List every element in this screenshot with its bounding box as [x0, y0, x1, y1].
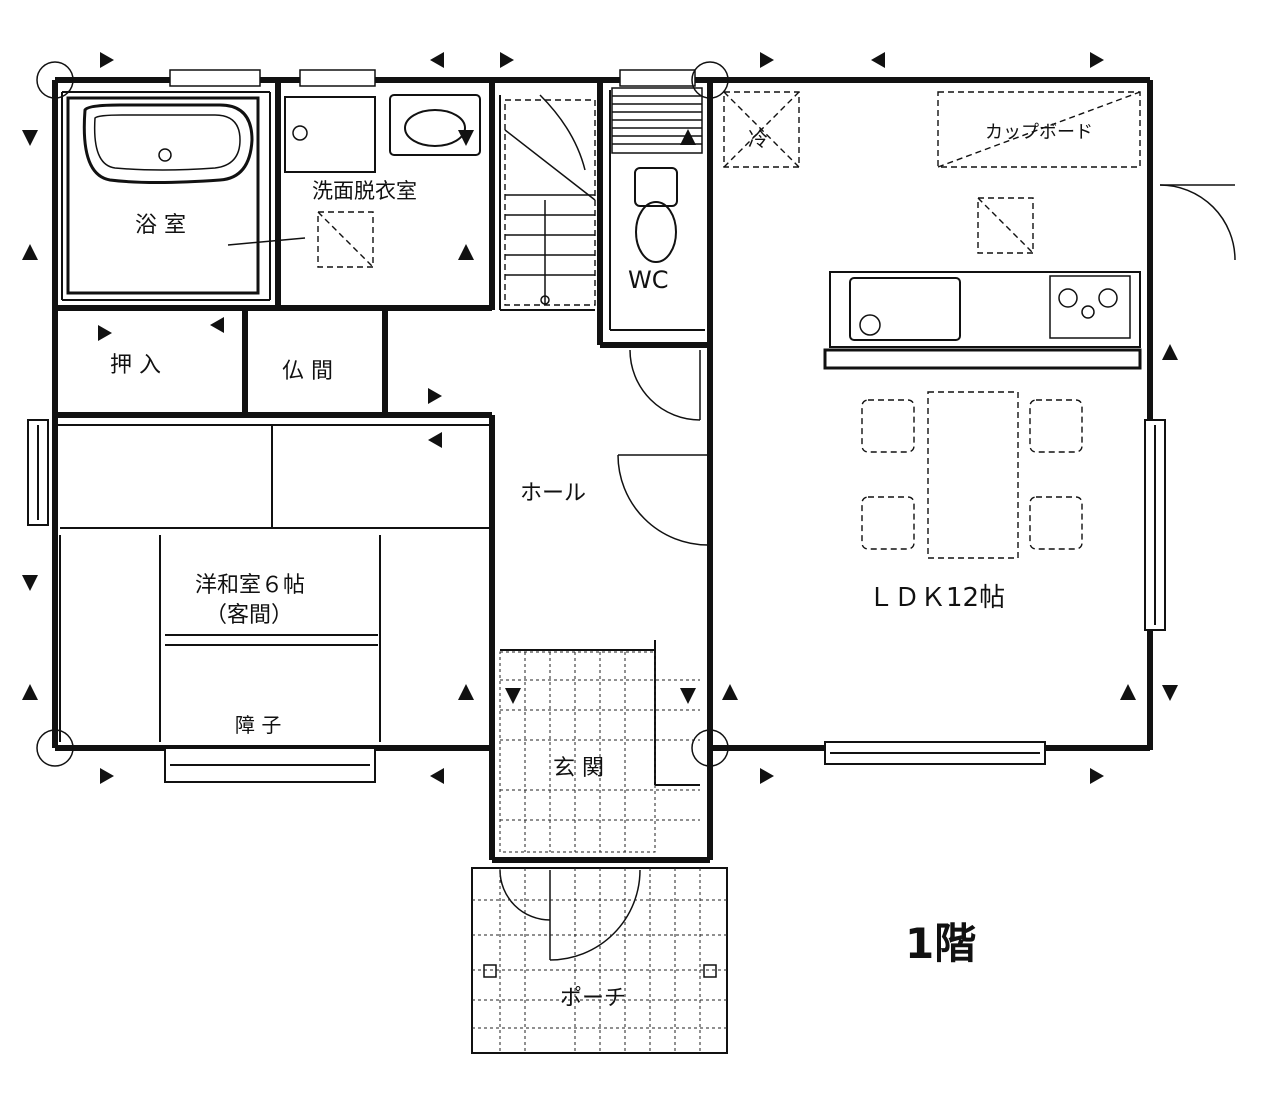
room-label-washitsu: 洋和室６帖	[195, 573, 305, 598]
fixture-label-cupboard: カップボード	[985, 122, 1093, 143]
fridge	[723, 91, 800, 168]
wc-fixtures	[611, 87, 703, 263]
room-label-porch: ポーチ	[560, 986, 626, 1011]
room-label-shoji: 障 子	[235, 713, 281, 737]
room-label-washitsu-sub: （客間）	[205, 603, 293, 628]
room-label-closet: 押 入	[110, 353, 161, 378]
fixture-label-fridge: 冷	[748, 127, 768, 151]
entrance-tiles	[499, 651, 700, 853]
bathtub	[66, 96, 306, 295]
staircase	[504, 94, 596, 306]
room-label-washroom: 洗面脱衣室	[312, 179, 417, 203]
porch	[471, 867, 728, 1054]
washroom-fixtures	[284, 94, 481, 268]
room-label-bath: 浴 室	[135, 213, 186, 238]
corner-columns	[36, 61, 729, 767]
room-label-butsuma: 仏 間	[282, 359, 333, 384]
windows	[27, 69, 1166, 783]
doors	[499, 184, 1236, 961]
room-label-hall: ホール	[520, 481, 586, 506]
room-label-ldk: ＬＤＫ12帖	[868, 583, 1005, 613]
floor-label: 1階	[905, 919, 976, 968]
dining-set	[861, 391, 1083, 559]
room-label-entrance: 玄 関	[553, 756, 604, 781]
kitchen	[823, 197, 1142, 370]
cupboard	[937, 91, 1141, 168]
elevation-markers	[22, 52, 1178, 784]
interior-walls	[55, 80, 710, 786]
room-label-wc: WC	[628, 266, 669, 294]
